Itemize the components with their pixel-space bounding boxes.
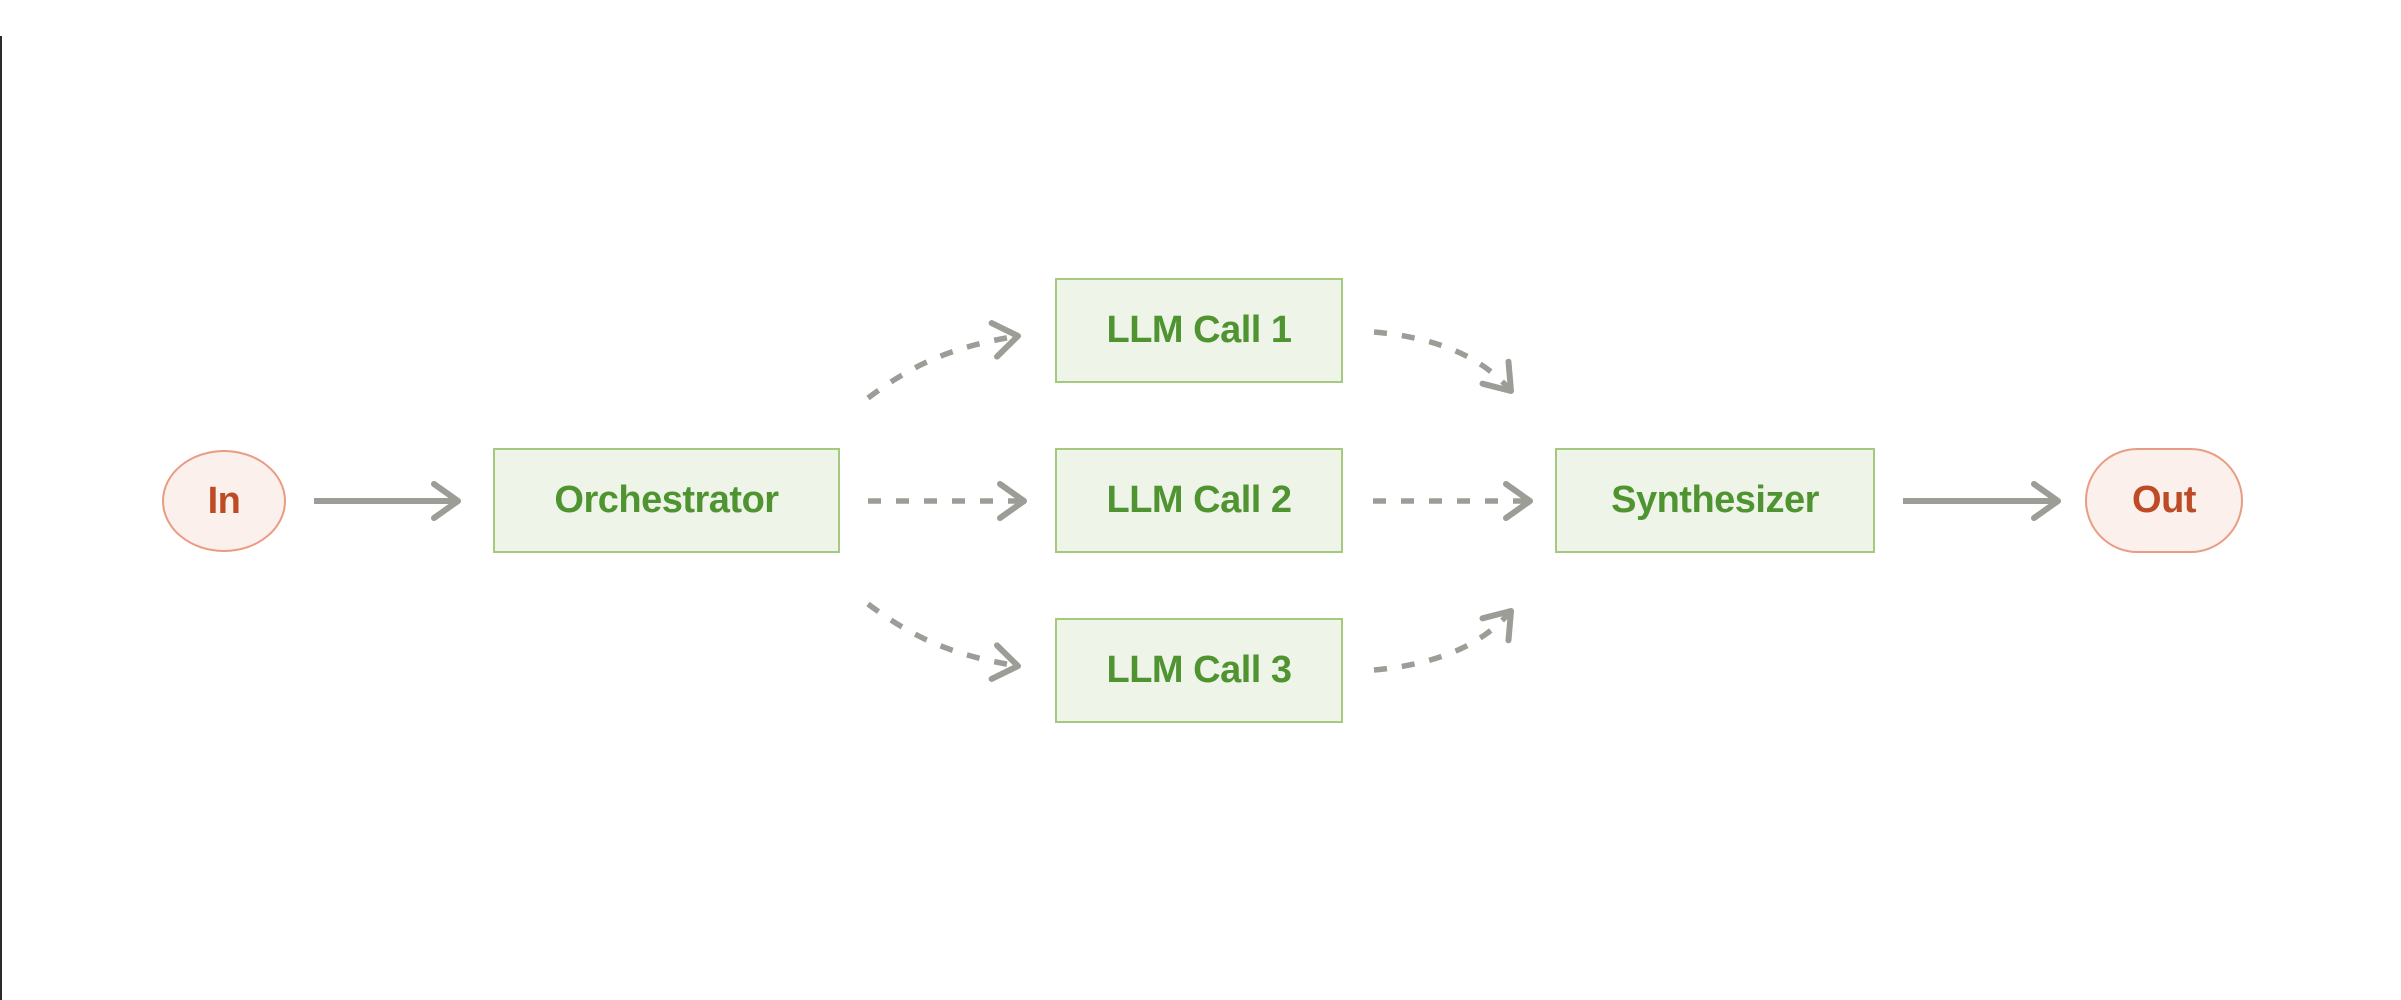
- synthesizer-node-label: Synthesizer: [1611, 479, 1819, 521]
- input-node: In: [162, 450, 286, 552]
- llm-call-2-node: LLM Call 2: [1055, 448, 1343, 553]
- orchestrator-node: Orchestrator: [493, 448, 840, 553]
- llm-call-3-node-label: LLM Call 3: [1106, 649, 1292, 691]
- arrow-llm-call-3-to-synthesizer: [1373, 608, 1514, 673]
- left-edge-line: [0, 36, 2, 1000]
- arrow-orchestrator-to-llm-call-1: [866, 320, 1021, 401]
- llm-call-1-node-label: LLM Call 1: [1106, 309, 1292, 351]
- llm-call-1-node: LLM Call 1: [1055, 278, 1343, 383]
- output-node: Out: [2085, 448, 2243, 553]
- arrow-llm-call-1-to-synthesizer: [1373, 329, 1514, 394]
- arrow-orchestrator-to-llm-call-3: [866, 601, 1021, 682]
- llm-call-2-node-label: LLM Call 2: [1106, 479, 1292, 521]
- output-node-label: Out: [2132, 479, 2196, 521]
- input-node-label: In: [207, 479, 241, 522]
- orchestrator-node-label: Orchestrator: [554, 479, 779, 521]
- llm-call-3-node: LLM Call 3: [1055, 618, 1343, 723]
- synthesizer-node: Synthesizer: [1555, 448, 1875, 553]
